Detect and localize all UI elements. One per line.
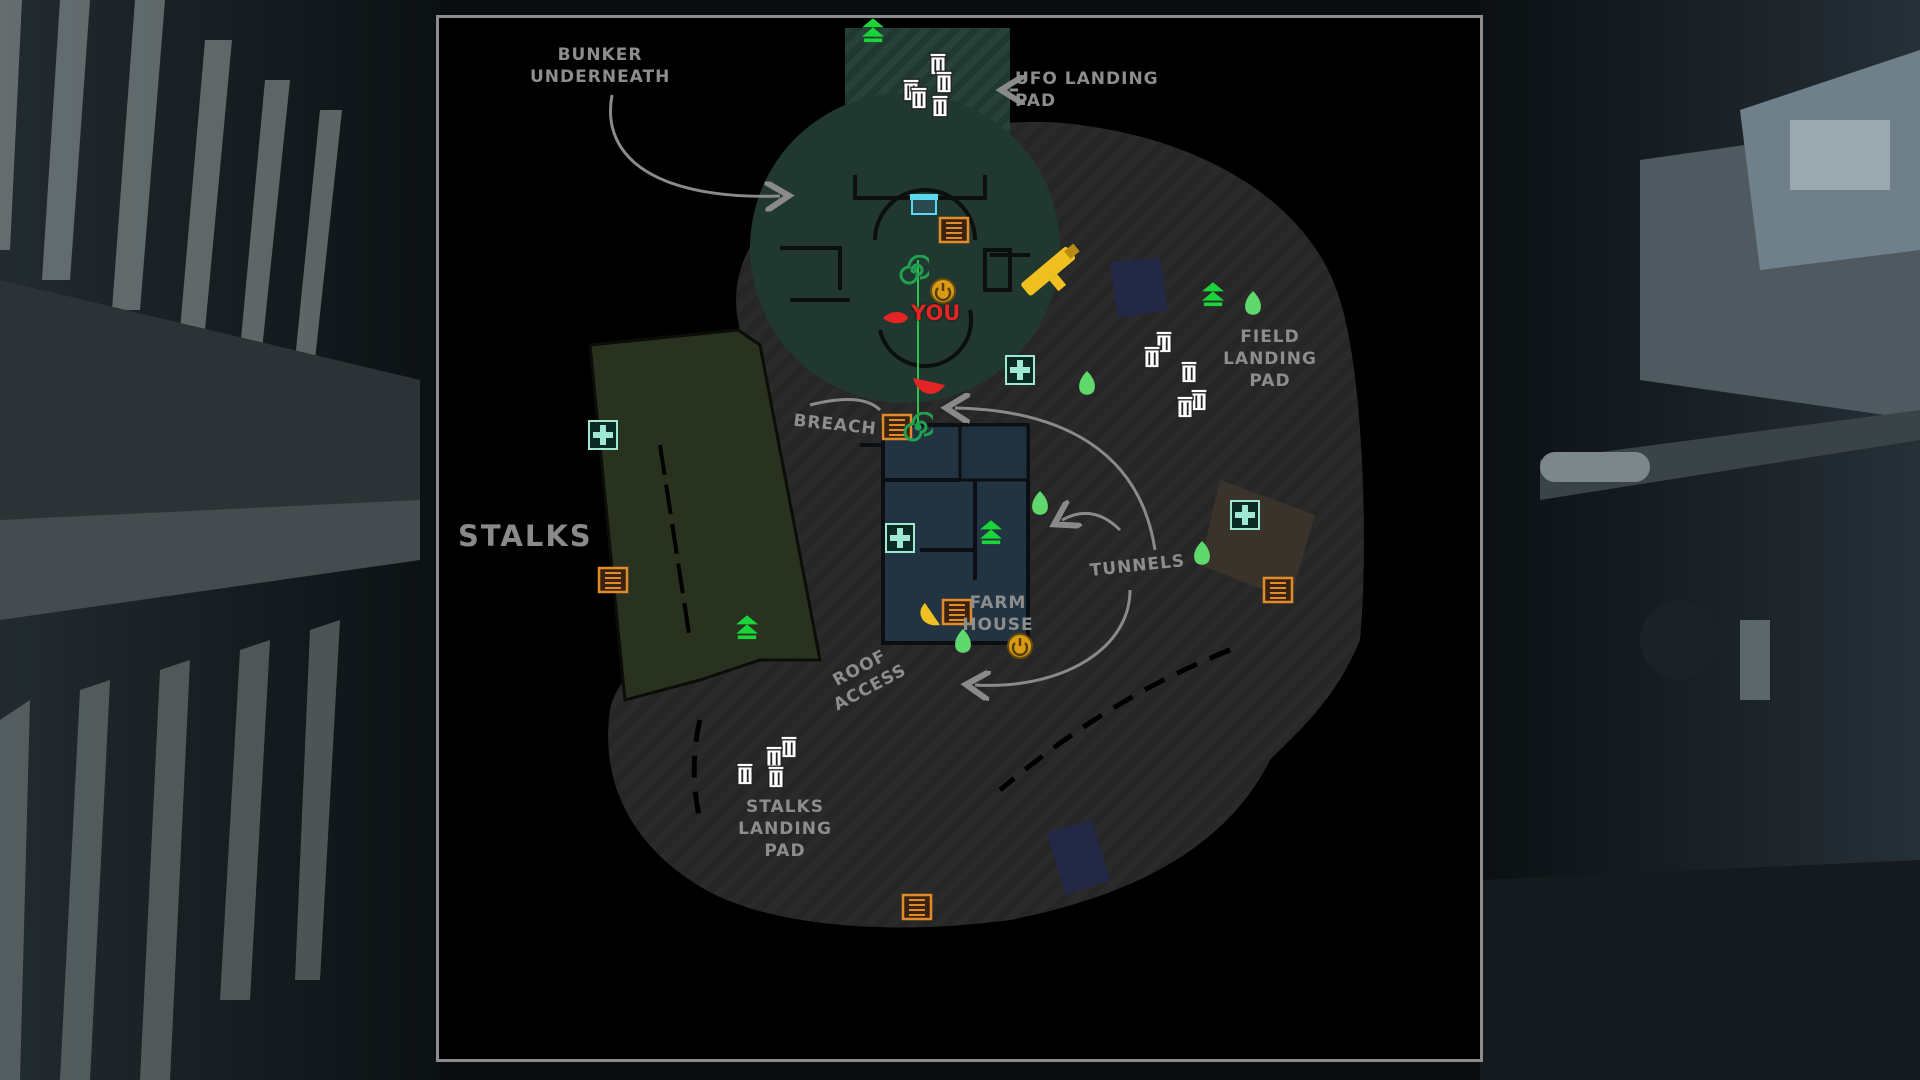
landing-marker <box>1110 258 1168 318</box>
power-switch-icon[interactable] <box>930 278 956 304</box>
enemy-marker[interactable] <box>883 311 908 324</box>
label-bunker-underneath: BUNKER UNDERNEATH <box>530 45 671 87</box>
weapon-pickup-icon[interactable] <box>1020 241 1091 307</box>
ammo-crate-icon[interactable] <box>938 216 970 244</box>
label-stalks: STALKS <box>458 519 593 553</box>
stalks-field-area <box>588 328 822 702</box>
label-field-landing-pad: FIELD LANDING PAD <box>1223 327 1317 391</box>
arrow-bunker <box>609 94 780 196</box>
health-pickup-icon[interactable] <box>885 523 915 553</box>
field-shed-area <box>1200 480 1315 600</box>
health-pickup-icon[interactable] <box>1230 500 1260 530</box>
label-farmhouse: FARM HOUSE <box>962 593 1034 635</box>
arrow-tunnels-up <box>955 408 1157 551</box>
enemy-marker[interactable] <box>920 603 940 626</box>
health-pickup-icon[interactable] <box>588 420 618 450</box>
shop-icon[interactable] <box>910 194 938 215</box>
power-switch-icon[interactable] <box>1007 633 1033 659</box>
ammo-crate-icon[interactable] <box>901 893 933 921</box>
arrow-tunnels-down <box>975 589 1132 685</box>
label-stalks-landing-pad: STALKS LANDING PAD <box>738 797 832 861</box>
label-ufo-landing-pad: UFO LANDING PAD <box>1015 69 1159 111</box>
stalks-field-path <box>658 444 692 641</box>
road <box>691 647 1231 821</box>
arrow-breach <box>809 398 882 412</box>
landing-marker <box>1047 820 1110 895</box>
ammo-crate-icon[interactable] <box>1262 576 1294 604</box>
radar-icon[interactable] <box>913 378 945 394</box>
ammo-crate-icon[interactable] <box>597 566 629 594</box>
arrow-tunnels-right <box>1062 513 1122 532</box>
health-pickup-icon[interactable] <box>1005 355 1035 385</box>
bunker-area <box>750 93 1060 403</box>
player-you-label: YOU <box>911 301 961 325</box>
